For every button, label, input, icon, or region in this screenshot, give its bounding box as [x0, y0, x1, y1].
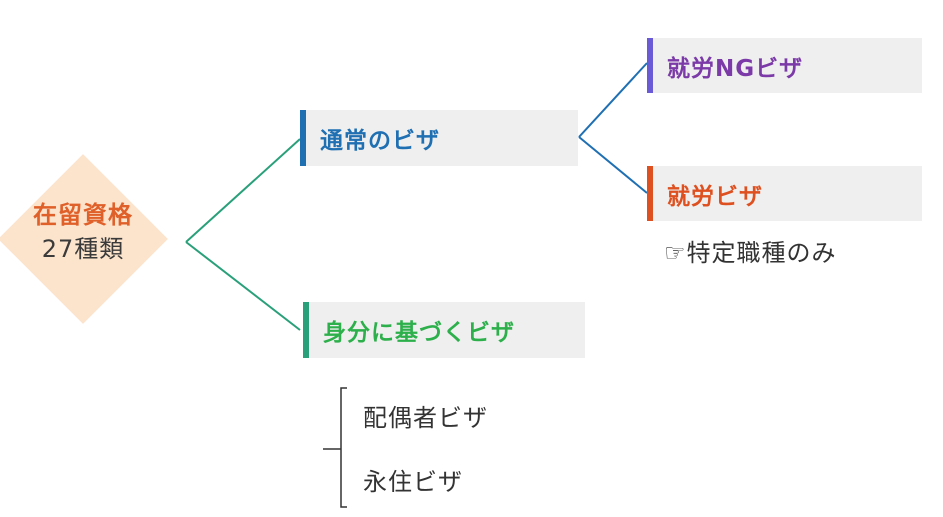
accent-bar — [300, 110, 306, 166]
work-visa-note: ☞特定職種のみ — [664, 239, 837, 267]
list-item-permanent-visa: 永住ビザ — [363, 468, 463, 496]
connector-normal-to-nowork — [578, 62, 648, 138]
list-item-spouse-visa: 配偶者ビザ — [363, 404, 488, 432]
root-title: 在留資格 — [33, 201, 133, 229]
node-work-visa: 就労ビザ — [647, 166, 922, 221]
node-status-visa-label: 身分に基づくビザ — [323, 320, 515, 346]
accent-bar — [647, 166, 653, 221]
bracket — [323, 387, 347, 508]
accent-bar — [303, 302, 309, 358]
root-subtitle: 27種類 — [41, 235, 125, 263]
connector-root-to-status — [185, 241, 301, 331]
node-normal-visa: 通常のビザ — [300, 110, 578, 166]
accent-bar — [647, 38, 653, 93]
node-no-work-visa: 就労NGビザ — [647, 38, 922, 93]
node-work-visa-label: 就労ビザ — [667, 183, 763, 210]
node-status-visa: 身分に基づくビザ — [303, 302, 585, 358]
root-node: 在留資格 27種類 — [20, 198, 146, 266]
node-no-work-visa-label: 就労NGビザ — [667, 55, 804, 82]
node-normal-visa-label: 通常のビザ — [320, 128, 440, 154]
connector-root-to-normal — [185, 138, 301, 243]
connector-normal-to-work — [578, 136, 648, 194]
